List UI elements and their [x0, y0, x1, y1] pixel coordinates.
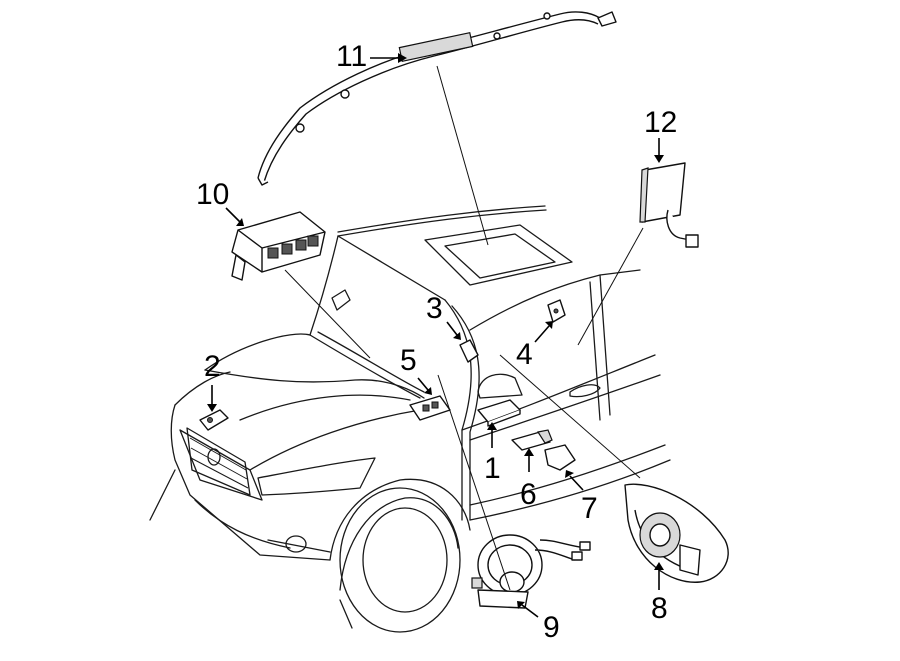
- bracket-part: [544, 444, 576, 471]
- pillar-sensor-part: [459, 339, 479, 363]
- seat-airbag-part: [639, 162, 699, 248]
- callout-2: 2: [204, 350, 221, 383]
- callout-4: 4: [516, 338, 533, 371]
- sensor-module-part: [477, 399, 521, 427]
- clock-spring-part: [471, 534, 591, 609]
- callout-arrows: [207, 53, 664, 618]
- curtain-airbag-part: [257, 11, 617, 186]
- control-module-part: [231, 211, 326, 281]
- leader-lines: [284, 65, 644, 591]
- callout-12: 12: [644, 106, 677, 139]
- callout-7: 7: [581, 492, 598, 525]
- callout-3: 3: [426, 292, 443, 325]
- callout-5: 5: [400, 344, 417, 377]
- part-6: [511, 429, 553, 451]
- front-sensor-part: [199, 409, 229, 431]
- callout-labels: 11 10 12 2 3 4 5 1 6 7 8 9: [196, 40, 677, 644]
- callout-1: 1: [484, 452, 501, 485]
- side-sensor-part: [547, 299, 566, 323]
- vehicle-outline: [149, 205, 671, 633]
- callout-8: 8: [651, 592, 668, 625]
- callout-6: 6: [520, 478, 537, 511]
- driver-airbag-part: [624, 483, 729, 583]
- airbag-module-part: [409, 395, 451, 421]
- callout-9: 9: [543, 611, 560, 644]
- callout-10: 10: [196, 178, 229, 211]
- callout-11: 11: [336, 40, 367, 73]
